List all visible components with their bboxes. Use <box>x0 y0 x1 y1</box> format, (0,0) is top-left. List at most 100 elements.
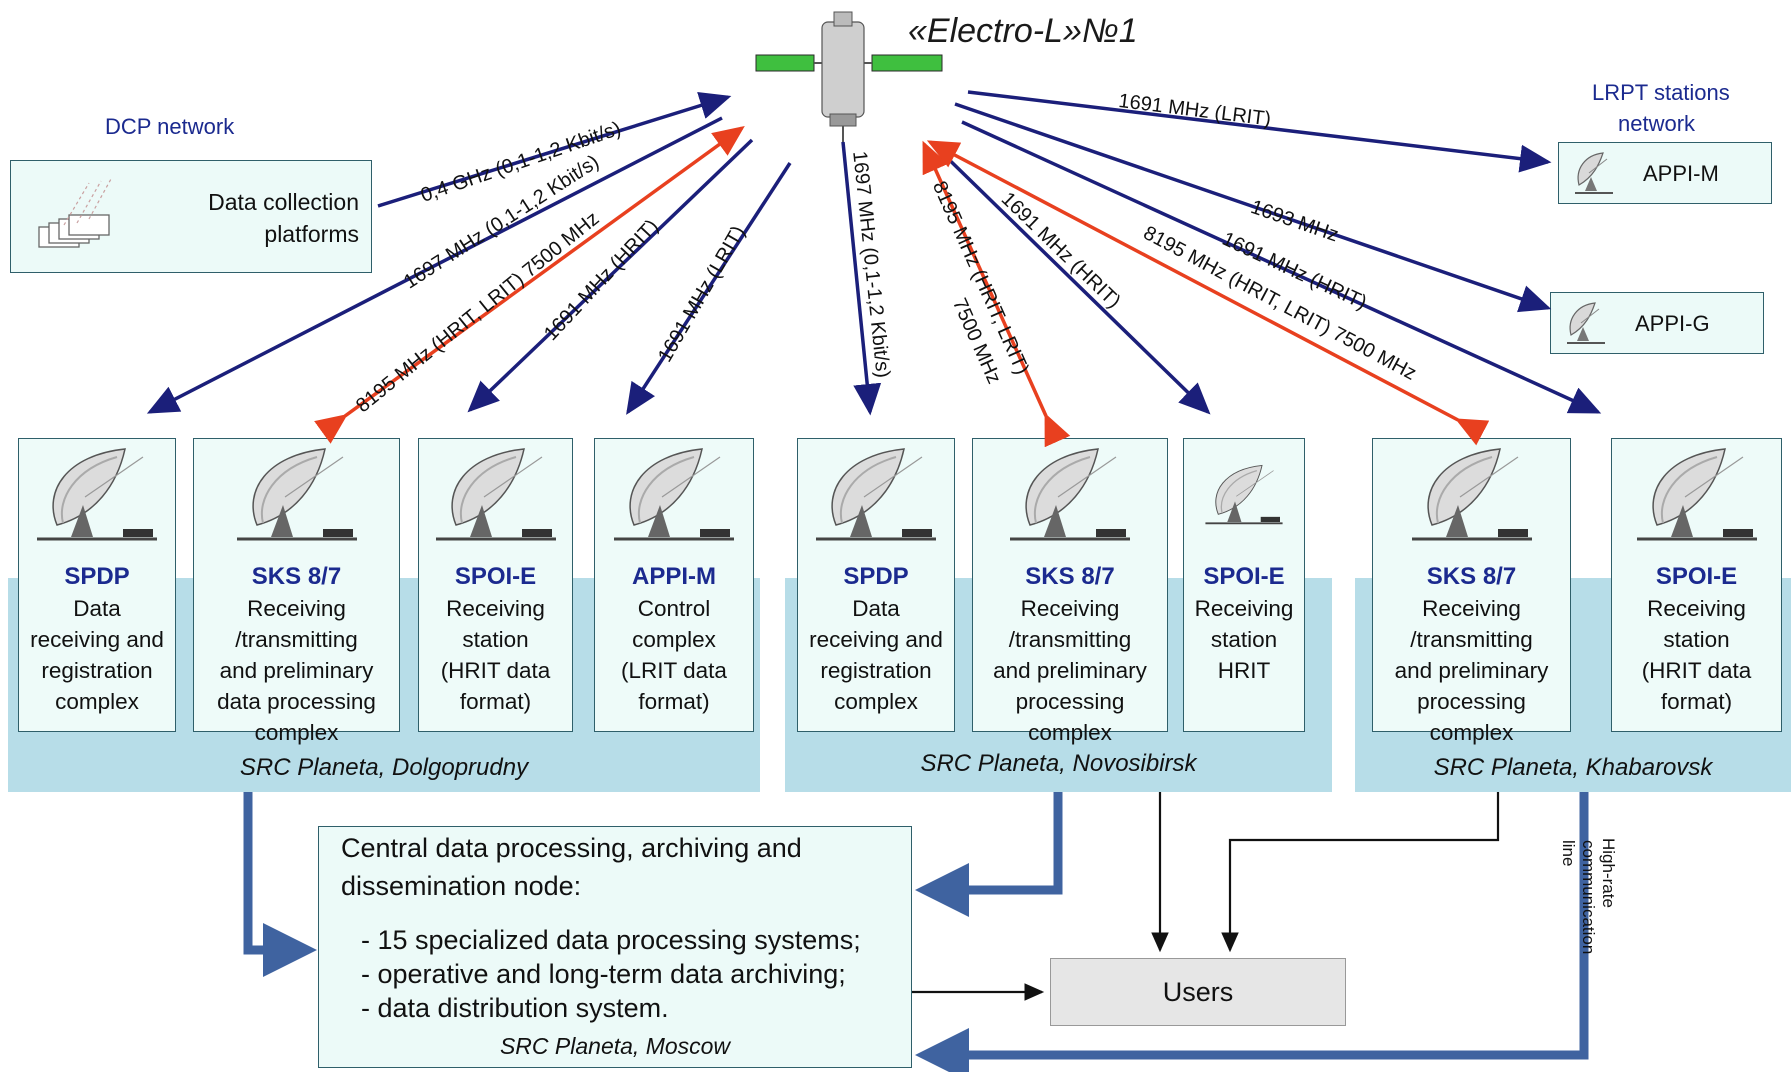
dish-icon <box>1636 448 1757 541</box>
data-collection-platforms-box: Data collection platforms <box>10 160 372 273</box>
central-node-box: Central data processing, archiving and d… <box>318 826 912 1068</box>
dish-icon-wrap <box>19 445 175 545</box>
site-name-novosibirsk: SRC Planeta, Novosibirsk <box>920 750 1197 777</box>
dcp-network-title: DCP network <box>105 114 235 139</box>
users-box: Users <box>1050 958 1346 1026</box>
station-description-line: Receiving <box>1422 596 1521 621</box>
station-description-line: Receiving <box>247 596 346 621</box>
station-code: SPOI-E <box>1203 563 1285 590</box>
station-description: Data receiving and registration complex <box>23 593 171 717</box>
link-dol-sks <box>314 125 745 444</box>
station-description-line: Receiving <box>1020 596 1120 621</box>
dish-icon-wrap <box>798 445 954 545</box>
backbone-novosibirsk <box>915 792 1063 917</box>
dish-icon <box>236 448 357 541</box>
station-description-line: format) <box>1660 689 1733 714</box>
dish-icon <box>435 448 556 541</box>
station-description-line: Data <box>852 596 900 621</box>
station-description-line: processing <box>1015 689 1125 714</box>
station-code: SKS 8/7 <box>251 563 342 590</box>
comm-line-label-3: line <box>1559 840 1578 867</box>
station-box: SPOI-E Receiving station (HRIT data format) <box>1611 438 1782 732</box>
station-description-line: station <box>462 627 529 652</box>
station-description-line: receiving and <box>30 627 164 652</box>
station-description-line: registration <box>41 658 153 683</box>
station-description-line: and preliminary <box>993 658 1147 683</box>
site-name-khabarovsk: SRC Planeta, Khabarovsk <box>1433 754 1713 781</box>
station-description: Receiving/transmitting and preliminary pro… <box>977 593 1163 748</box>
station-description: Control complex (LRIT data format) <box>599 593 749 717</box>
dish-icon <box>816 448 936 541</box>
dish-icon <box>1010 448 1130 541</box>
station-code: SKS 8/7 <box>1426 563 1517 590</box>
station-description-line: (LRIT data <box>621 658 727 683</box>
comm-line-label-2: communication <box>1579 840 1598 955</box>
station-code: SPOI-E <box>454 563 537 590</box>
station-description-line: complex <box>55 689 139 714</box>
appi-m-box: APPI-M <box>1558 142 1772 204</box>
station-description-line: complex <box>254 720 339 745</box>
station-description-line: Receiving <box>1647 596 1746 621</box>
station-box: SPDP Data receiving and registration complex <box>797 438 955 732</box>
dish-icon-wrap <box>419 445 572 545</box>
dish-icon <box>1205 464 1283 525</box>
station-description-line: receiving and <box>809 627 943 652</box>
dish-icon-wrap <box>194 445 399 545</box>
site-name-dolgoprudny: SRC Planeta, Dolgoprudny <box>239 754 529 781</box>
station-description-line: station <box>1663 627 1730 652</box>
station-description-line: HRIT <box>1217 658 1271 683</box>
station-code: SPOI-E <box>1655 563 1738 590</box>
station-description-line: format) <box>459 689 532 714</box>
dish-icon-wrap <box>1612 445 1781 545</box>
station-description-line: Data <box>73 596 121 621</box>
station-code: SPDP <box>843 563 909 590</box>
backbone-khabarovsk <box>915 792 1589 1072</box>
station-description-line: complex <box>1028 720 1112 745</box>
comm-line-label-1: High-rate <box>1599 838 1618 908</box>
station-description-line: complex <box>632 627 716 652</box>
dish-icon <box>1411 448 1532 541</box>
link-khabarovsk-users <box>1221 792 1500 953</box>
station-code: SKS 8/7 <box>1025 563 1115 590</box>
appi-g-box: APPI-G <box>1550 292 1764 354</box>
central-node-location: SRC Planeta, Moscow <box>499 1033 731 1059</box>
station-description: Receiving/transmitting and preliminary pro… <box>1377 593 1566 748</box>
appi-g-label: APPI-G <box>1635 311 1710 336</box>
station-description-line: (HRIT data <box>1641 658 1752 683</box>
station-description-line: Receiving <box>1194 596 1294 621</box>
central-node-title-1: Central data processing, archiving and <box>341 833 802 863</box>
station-description-line: format) <box>638 689 710 714</box>
station-description: Data receiving and registration complex <box>802 593 950 717</box>
appi-m-label: APPI-M <box>1643 161 1719 186</box>
station-description-line: /transmitting <box>1008 627 1132 652</box>
station-description-line: registration <box>820 658 932 683</box>
station-description-line: processing <box>1417 689 1526 714</box>
dish-icon-wrap <box>973 445 1167 545</box>
station-code: APPI-M <box>632 563 716 590</box>
station-description-line: Control <box>637 596 711 621</box>
station-description-line: /transmitting <box>235 627 358 652</box>
station-description-line: complex <box>834 689 918 714</box>
station-description-line: station <box>1210 627 1278 652</box>
lrpt-network-title-1: LRPT stations <box>1592 80 1730 105</box>
dish-icon-wrap <box>595 445 753 545</box>
central-node-item: - operative and long-term data archiving… <box>361 959 846 989</box>
station-description-line: /transmitting <box>1410 627 1533 652</box>
dish-icon <box>37 448 157 541</box>
lrpt-network-title-2: network <box>1618 111 1696 136</box>
link-kha-sks <box>926 140 1490 446</box>
station-description-line: and preliminary <box>1394 658 1549 683</box>
backbone-dolgoprudny <box>243 792 317 977</box>
central-node-title-2: dissemination node: <box>341 871 582 901</box>
users-label: Users <box>1162 977 1234 1007</box>
station-description-line: Receiving <box>446 596 545 621</box>
